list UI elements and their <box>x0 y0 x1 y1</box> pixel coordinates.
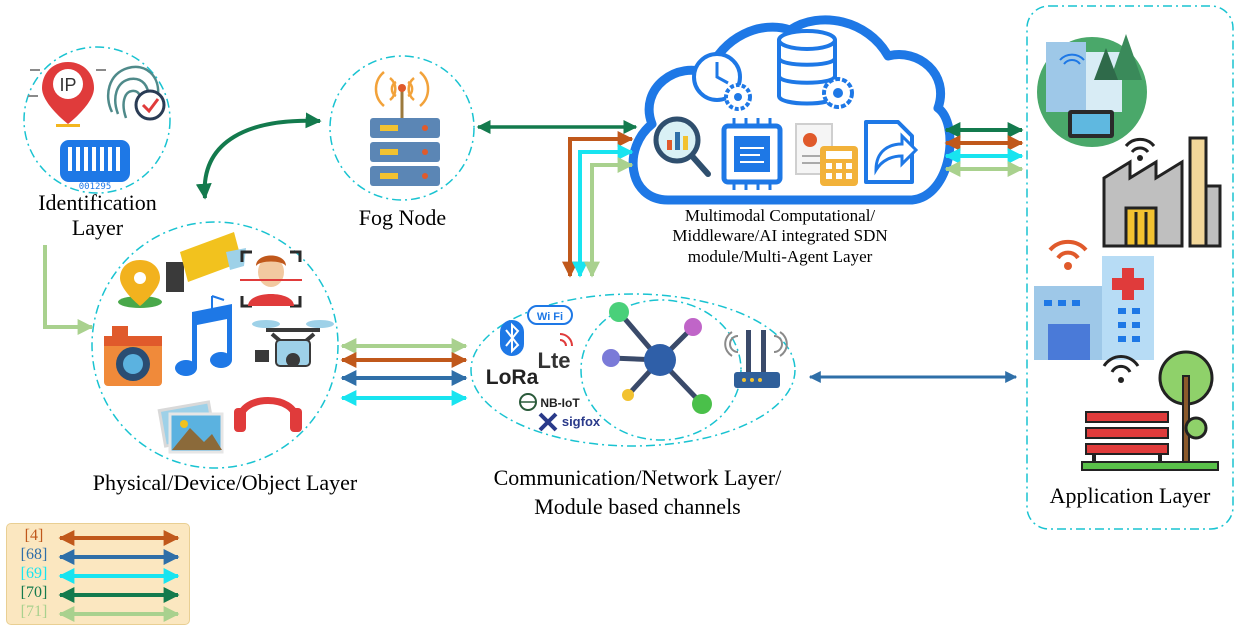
legend-ref-68: [68] <box>20 546 48 563</box>
nbiot-logo: NB-IoT <box>519 393 580 411</box>
computational-layer-label-line3: module/Multi-Agent Layer <box>687 246 873 266</box>
sigfox-logo: sigfox <box>538 412 601 432</box>
ip-text: IP <box>59 75 76 95</box>
hospital-icon <box>1034 239 1154 360</box>
music-note-icon <box>175 295 232 376</box>
headphones-icon <box>234 397 302 432</box>
smart-home-icon <box>1037 34 1147 147</box>
sigfox-text: sigfox <box>562 414 601 429</box>
fog-node-label: Fog Node <box>358 205 447 230</box>
router-icon <box>724 330 788 388</box>
park-bench-icon <box>1081 350 1219 471</box>
arrow-cloud-comm-green <box>584 157 634 278</box>
barcode-icon: 001295 <box>60 140 130 192</box>
share-document-icon <box>864 120 919 184</box>
layer-outlines <box>23 5 1234 530</box>
drone-icon <box>252 320 334 367</box>
fingerprint-icon <box>107 65 166 121</box>
bluetooth-logo <box>500 320 524 356</box>
lora-logo: LoRa <box>486 366 539 389</box>
legend-ref-71: [71] <box>20 603 48 620</box>
nbiot-text: NB-IoT <box>540 396 580 410</box>
application-layer-box <box>1026 5 1234 530</box>
arrow-identification-to-physical <box>43 245 94 335</box>
lte-logo: Lte <box>538 333 573 373</box>
security-camera-icon <box>166 232 246 292</box>
computational-layer-label-line2: Middleware/AI integrated SDN <box>672 226 888 246</box>
communication-layer-label: Communication/Network Layer/ Module base… <box>445 464 830 521</box>
report-calculator-icon <box>795 123 858 186</box>
identification-layer-circle <box>23 46 171 194</box>
camera-icon <box>104 326 162 386</box>
arrow-cloud-comm-cyan <box>572 144 634 278</box>
network-hub-icon <box>602 302 712 414</box>
arrow-physical-fog <box>195 112 322 200</box>
wifi-text: Wi Fi <box>537 311 563 323</box>
arrow-cloud-comm-orange <box>562 131 634 278</box>
database-gear-icon <box>777 29 854 109</box>
legend-refs: [4] [68] [69] [70] [71] <box>6 523 66 623</box>
legend-ref-70: [70] <box>20 584 48 601</box>
legend-ref-69: [69] <box>20 565 48 582</box>
wifi-logo: Wi Fi <box>527 305 573 325</box>
lora-text: LoRa <box>486 366 539 389</box>
connection-arrows <box>43 112 1024 406</box>
communication-layer-label-line1: Communication/Network Layer/ <box>493 465 782 490</box>
identification-layer-label-line2: Layer <box>71 215 124 241</box>
identification-layer-label-line1: Identification <box>38 190 157 215</box>
hub-ellipse <box>580 299 742 441</box>
identification-layer-label: Identification Layer <box>20 190 175 241</box>
physical-layer-label: Physical/Device/Object Layer <box>92 470 358 495</box>
computational-layer-label: Multimodal Computational/ Middleware/AI … <box>630 206 930 267</box>
barcode-number: 001295 <box>79 182 112 192</box>
analytics-magnifier-icon <box>653 116 711 177</box>
application-layer-label: Application Layer <box>1049 483 1211 508</box>
communication-layer-label-line2: Module based channels <box>534 493 741 519</box>
legend-arrows <box>58 530 180 622</box>
computational-layer-label-line1: Multimodal Computational/ <box>684 206 876 225</box>
factory-icon <box>1102 136 1222 248</box>
ip-location-icon: IP <box>28 62 106 127</box>
image-gallery-icon <box>157 400 224 454</box>
clock-gear-icon <box>692 52 752 111</box>
fog-server-icon <box>370 71 440 186</box>
location-pin-icon <box>118 260 162 308</box>
physical-layer-ellipse <box>91 221 339 469</box>
communication-layer-ellipse <box>470 293 796 447</box>
legend-ref-4: [4] <box>24 527 44 544</box>
fog-node-circle <box>329 55 475 201</box>
lte-text: Lte <box>538 348 571 373</box>
processor-icon <box>721 118 783 190</box>
face-recognition-icon <box>240 250 302 308</box>
